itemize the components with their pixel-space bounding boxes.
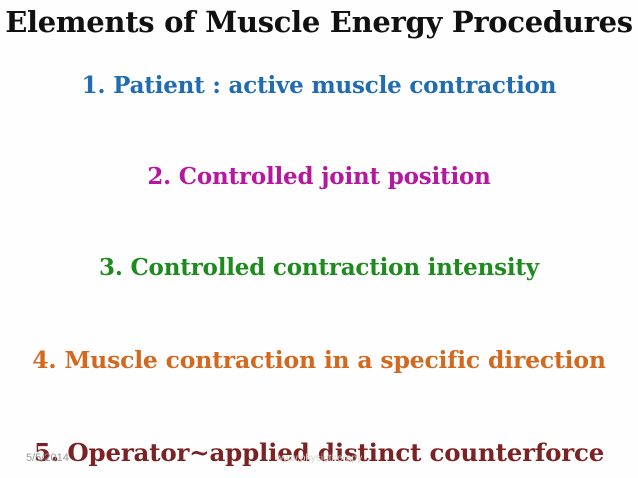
bullet-list: 1. Patient : active muscle contraction 2…	[0, 66, 638, 473]
list-item: 2. Controlled joint position	[147, 163, 491, 190]
list-item: 4. Muscle contraction in a specific dire…	[32, 346, 606, 374]
list-item: 5. Operator~applied distinct counterforc…	[33, 438, 605, 467]
list-item: 3. Controlled contraction intensity	[99, 254, 539, 281]
list-item: 1. Patient : active muscle contraction	[81, 72, 557, 99]
page-title: Elements of Muscle Energy Procedures	[5, 5, 633, 39]
